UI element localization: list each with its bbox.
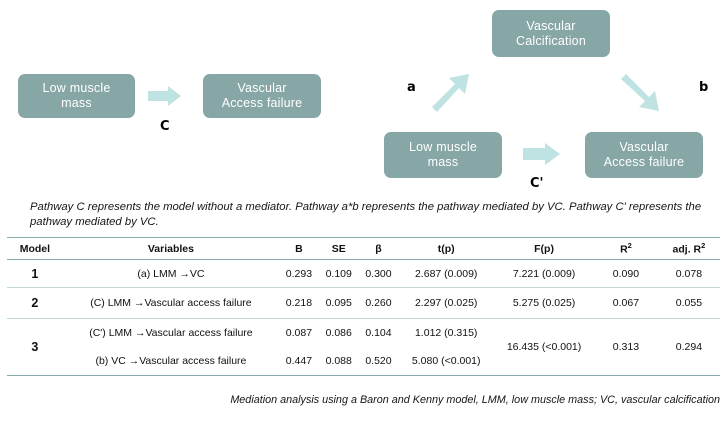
- cell-se: 0.086: [325, 327, 352, 339]
- cell-model: 3: [31, 340, 39, 354]
- cell-beta: 0.260: [365, 297, 392, 309]
- cell-model: 1: [31, 266, 39, 281]
- cell-r-squared: 0.313: [612, 341, 640, 353]
- node-label: Low muscle mass: [409, 140, 477, 169]
- cell-tp: 5.080 (<0.001): [411, 355, 481, 367]
- table-row: (b) VC →Vascular access failure 0.447 0.…: [7, 347, 720, 376]
- col-header-se: SE: [331, 242, 346, 255]
- col-header-adj-r-squared: adj. R2: [672, 241, 706, 256]
- figure-caption: Pathway C represents the model without a…: [30, 201, 702, 228]
- mediation-diagram: Low muscle mass Vascular Access failure …: [0, 0, 727, 198]
- arrow-a-icon: [432, 74, 469, 112]
- mediation-statistics-table: Model Variables B SE β t(p) F(p) R2 adj.…: [7, 237, 720, 376]
- arrow-cprime-icon: [523, 143, 560, 165]
- col-header-beta: β: [375, 242, 382, 255]
- node-label: Low muscle mass: [42, 81, 111, 110]
- cell-tp: 2.687 (0.009): [414, 267, 478, 280]
- cell-variables: (C') LMM →Vascular access failure: [89, 327, 253, 339]
- arrow-b-icon: [621, 74, 659, 111]
- cell-model: 2: [31, 296, 39, 310]
- path-label-c-prime: C': [530, 176, 544, 191]
- cell-fp: 5.275 (0.025): [512, 297, 576, 309]
- cell-variables: (b) VC →Vascular access failure: [95, 355, 247, 367]
- path-label-c: C: [160, 119, 170, 134]
- cell-se: 0.109: [325, 267, 352, 280]
- cell-fp: 16.435 (<0.001): [506, 341, 582, 353]
- node-vascular-calcification: Vascular Calcification: [492, 10, 610, 57]
- cell-r-squared: 0.090: [612, 267, 640, 280]
- table-footnote: Mediation analysis using a Baron and Ken…: [230, 394, 720, 406]
- cell-tp: 2.297 (0.025): [414, 297, 478, 309]
- table-row: 1 (a) LMM →VC 0.293 0.109 0.300 2.687 (0…: [7, 260, 720, 288]
- cell-variables: (C) LMM →Vascular access failure: [90, 297, 252, 309]
- col-header-tp: t(p): [437, 242, 455, 255]
- node-label: Vascular Access failure: [221, 81, 303, 110]
- path-label-a: a: [407, 80, 416, 95]
- table-body: 1 (a) LMM →VC 0.293 0.109 0.300 2.687 (0…: [7, 260, 720, 376]
- cell-b: 0.293: [285, 267, 313, 280]
- node-label: Vascular Access failure: [603, 140, 685, 169]
- node-vascular-access-failure-right: Vascular Access failure: [585, 132, 703, 178]
- node-low-muscle-mass-right: Low muscle mass: [384, 132, 502, 178]
- cell-beta: 0.520: [365, 355, 392, 367]
- node-vascular-access-failure-left: Vascular Access failure: [203, 74, 321, 118]
- table-row: 3 (C') LMM →Vascular access failure 0.08…: [7, 319, 720, 354]
- cell-variables: (a) LMM →VC: [137, 267, 205, 280]
- col-header-model: Model: [19, 242, 51, 255]
- cell-adj-r-squared: 0.078: [675, 267, 703, 280]
- col-header-r-squared: R2: [620, 241, 632, 256]
- cell-adj-r-squared: 0.294: [675, 341, 703, 353]
- path-label-b: b: [699, 80, 709, 95]
- col-header-fp: F(p): [534, 242, 554, 255]
- cell-adj-r-squared: 0.055: [675, 297, 703, 309]
- table-header: Model Variables B SE β t(p) F(p) R2 adj.…: [7, 237, 720, 260]
- table-header-row: Model Variables B SE β t(p) F(p) R2 adj.…: [7, 237, 720, 260]
- cell-beta: 0.104: [365, 327, 392, 339]
- node-label: Vascular Calcification: [516, 18, 586, 48]
- cell-b: 0.087: [285, 327, 313, 339]
- cell-r-squared: 0.067: [612, 297, 640, 309]
- cell-b: 0.447: [285, 355, 313, 367]
- cell-tp: 1.012 (0.315): [414, 327, 478, 339]
- node-low-muscle-mass-left: Low muscle mass: [18, 74, 135, 118]
- cell-beta: 0.300: [365, 267, 392, 280]
- cell-se: 0.088: [325, 355, 352, 367]
- col-header-variables: Variables: [147, 242, 194, 255]
- arrow-c-icon: [148, 86, 181, 106]
- table-row: 2 (C) LMM →Vascular access failure 0.218…: [7, 288, 720, 319]
- cell-b: 0.218: [285, 297, 313, 309]
- col-header-b: B: [295, 242, 303, 255]
- cell-fp: 7.221 (0.009): [512, 267, 576, 280]
- cell-se: 0.095: [325, 297, 352, 309]
